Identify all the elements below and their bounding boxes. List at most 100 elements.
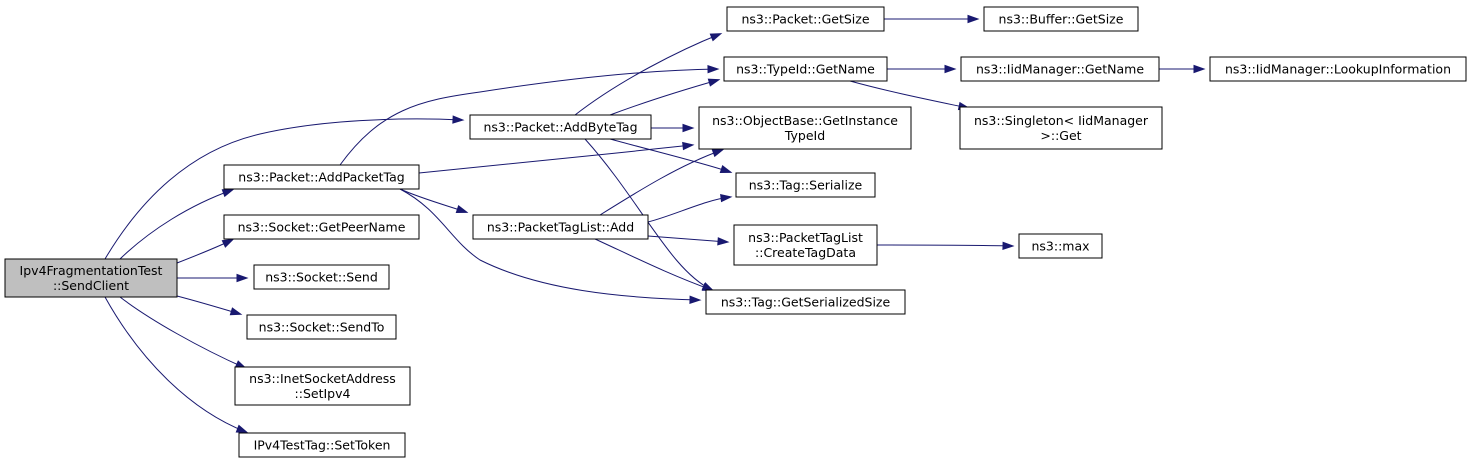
arrowhead — [235, 424, 249, 433]
node-sendto[interactable]: ns3::Socket::SendTo — [246, 314, 397, 340]
arrowhead — [1002, 241, 1015, 250]
node-box[interactable] — [253, 264, 390, 290]
call-edges — [104, 14, 1206, 433]
node-box[interactable] — [234, 366, 411, 406]
node-max[interactable]: ns3::max — [1018, 233, 1103, 259]
node-getpeername[interactable]: ns3::Socket::GetPeerName — [223, 214, 420, 240]
edge-addpackettag-to-getinstancetypeid — [418, 141, 695, 174]
node-box[interactable] — [983, 6, 1139, 32]
node-box[interactable] — [246, 314, 397, 340]
node-box[interactable] — [223, 164, 420, 190]
node-box[interactable] — [223, 214, 420, 240]
edge-typeidgetname-to-iidgetname — [887, 64, 957, 74]
arrowhead — [455, 205, 469, 213]
arrowhead — [709, 33, 723, 42]
arrowhead — [707, 78, 721, 87]
edge-root-to-send — [177, 273, 249, 283]
edge-iidgetname-to-lookupinformation — [1159, 64, 1206, 74]
node-typeidgetname[interactable]: ns3::TypeId::GetName — [723, 56, 888, 82]
arrowhead — [452, 115, 465, 124]
node-label: TypeId — [784, 128, 825, 143]
node-label: ns3::IidManager::GetName — [976, 62, 1144, 77]
edge-line — [339, 68, 718, 166]
edge-line — [609, 79, 719, 116]
node-box[interactable] — [723, 56, 888, 82]
edge-addbytetag-to-typeidgetname — [609, 78, 721, 116]
edge-root-to-settoken — [104, 296, 249, 433]
edge-addpackettag-to-ptladd — [399, 188, 469, 213]
edge-line — [119, 189, 233, 260]
edge-line — [574, 33, 721, 116]
node-getsize[interactable]: ns3::Packet::GetSize — [726, 6, 885, 32]
node-tagserialize[interactable]: ns3::Tag::Serialize — [735, 172, 876, 198]
edge-line — [418, 144, 693, 174]
node-label: ns3::Tag::Serialize — [749, 178, 863, 193]
arrowhead — [229, 307, 243, 316]
edge-root-to-sendto — [176, 295, 243, 316]
node-root[interactable]: Ipv4FragmentationTest::SendClient — [4, 258, 178, 298]
node-label: ns3::IidManager::LookupInformation — [1225, 62, 1451, 77]
node-send[interactable]: ns3::Socket::Send — [253, 264, 390, 290]
node-label: ns3::Buffer::GetSize — [999, 12, 1124, 27]
node-box[interactable] — [960, 56, 1160, 82]
node-label: ::SetIpv4 — [295, 386, 351, 401]
function-nodes: Ipv4FragmentationTest::SendClient ns3::Pa… — [4, 6, 1467, 458]
node-singletonget[interactable]: ns3::Singleton< IidManager>::Get — [959, 106, 1163, 150]
edge-ptladd-to-getinstancetypeid — [599, 149, 725, 216]
node-label: ns3::Packet::GetSize — [741, 12, 869, 27]
edge-line — [399, 188, 467, 213]
edge-typeidgetname-to-singletonget — [849, 80, 971, 111]
arrowhead — [221, 238, 235, 248]
node-label: ::SendClient — [53, 278, 129, 293]
node-label: ns3::PacketTagList::Add — [487, 220, 634, 235]
arrowhead — [711, 149, 725, 158]
node-label: >::Get — [1040, 128, 1081, 143]
edge-line — [176, 295, 241, 315]
node-box[interactable] — [698, 106, 912, 150]
node-iidgetname[interactable]: ns3::IidManager::GetName — [960, 56, 1160, 82]
edge-line — [399, 188, 700, 301]
node-box[interactable] — [705, 289, 906, 315]
arrowhead — [236, 273, 249, 283]
node-box[interactable] — [726, 6, 885, 32]
node-box[interactable] — [1018, 233, 1103, 259]
node-buffergetsize[interactable]: ns3::Buffer::GetSize — [983, 6, 1139, 32]
node-box[interactable] — [735, 172, 876, 198]
node-settoken[interactable]: IPv4TestTag::SetToken — [238, 432, 406, 458]
node-label: ns3::Socket::Send — [265, 270, 378, 285]
node-box[interactable] — [472, 214, 649, 240]
node-setipv4[interactable]: ns3::InetSocketAddress::SetIpv4 — [234, 366, 411, 406]
node-addbytetag[interactable]: ns3::Packet::AddByteTag — [469, 114, 652, 140]
node-lookupinformation[interactable]: ns3::IidManager::LookupInformation — [1209, 56, 1467, 82]
node-label: ns3::ObjectBase::GetInstance — [712, 113, 898, 128]
node-label: ns3::Singleton< IidManager — [974, 113, 1149, 128]
node-box[interactable] — [4, 258, 178, 298]
node-box[interactable] — [1209, 56, 1467, 82]
edge-line — [584, 138, 713, 291]
arrowhead — [682, 141, 695, 151]
arrowhead — [717, 237, 730, 246]
node-ptladd[interactable]: ns3::PacketTagList::Add — [472, 214, 649, 240]
node-box[interactable] — [959, 106, 1163, 150]
edge-line — [609, 138, 731, 173]
edge-root-to-setipv4 — [119, 296, 248, 370]
node-label: ns3::PacketTagList — [748, 230, 863, 245]
edge-line — [599, 149, 723, 216]
node-box[interactable] — [238, 432, 406, 458]
node-addpackettag[interactable]: ns3::Packet::AddPacketTag — [223, 164, 420, 190]
edge-ptladd-to-getserializedsize — [594, 238, 715, 291]
arrowhead — [967, 14, 980, 24]
node-getserializedsize[interactable]: ns3::Tag::GetSerializedSize — [705, 289, 906, 315]
node-label: ns3::InetSocketAddress — [249, 371, 396, 386]
edge-createtagdata-to-max — [876, 241, 1015, 250]
edge-line — [594, 238, 713, 291]
node-box[interactable] — [733, 224, 878, 266]
node-createtagdata[interactable]: ns3::PacketTagList::CreateTagData — [733, 224, 878, 266]
node-box[interactable] — [469, 114, 652, 140]
edge-root-to-getpeername — [176, 238, 235, 264]
node-label: ns3::Socket::GetPeerName — [238, 220, 406, 235]
edge-line — [119, 296, 246, 369]
edge-addbytetag-to-getinstancetypeid — [650, 123, 695, 133]
edge-root-to-addpackettag — [119, 189, 235, 260]
